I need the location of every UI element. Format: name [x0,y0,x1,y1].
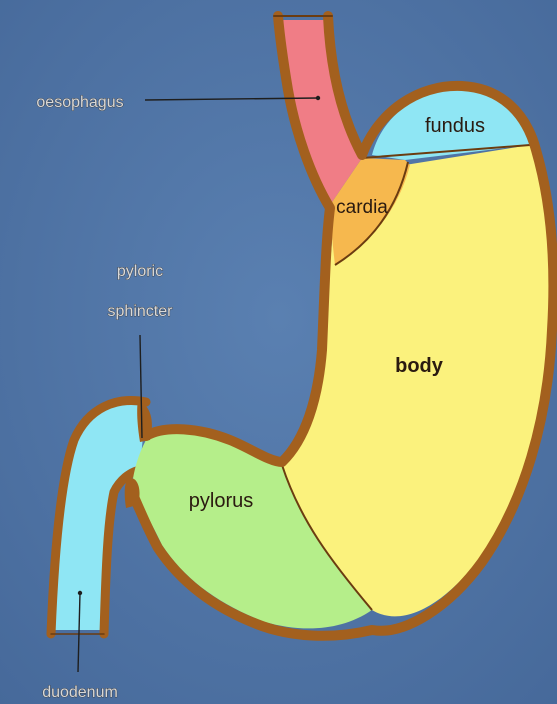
pyloric-sphincter-label-line2: sphincter [108,303,174,320]
oesophagus-leader-dot [316,96,320,100]
pylorus-label: pylorus [189,490,253,512]
cardia-label: cardia [336,197,388,218]
pyloric-sphincter-label-line1: pyloric [117,263,163,280]
duodenum-label: duodenum [42,684,118,701]
fundus-label: fundus [425,115,485,137]
body-label: body [395,355,444,377]
duodenum-leader-dot [78,591,82,595]
oesophagus-label: oesophagus [36,94,123,111]
